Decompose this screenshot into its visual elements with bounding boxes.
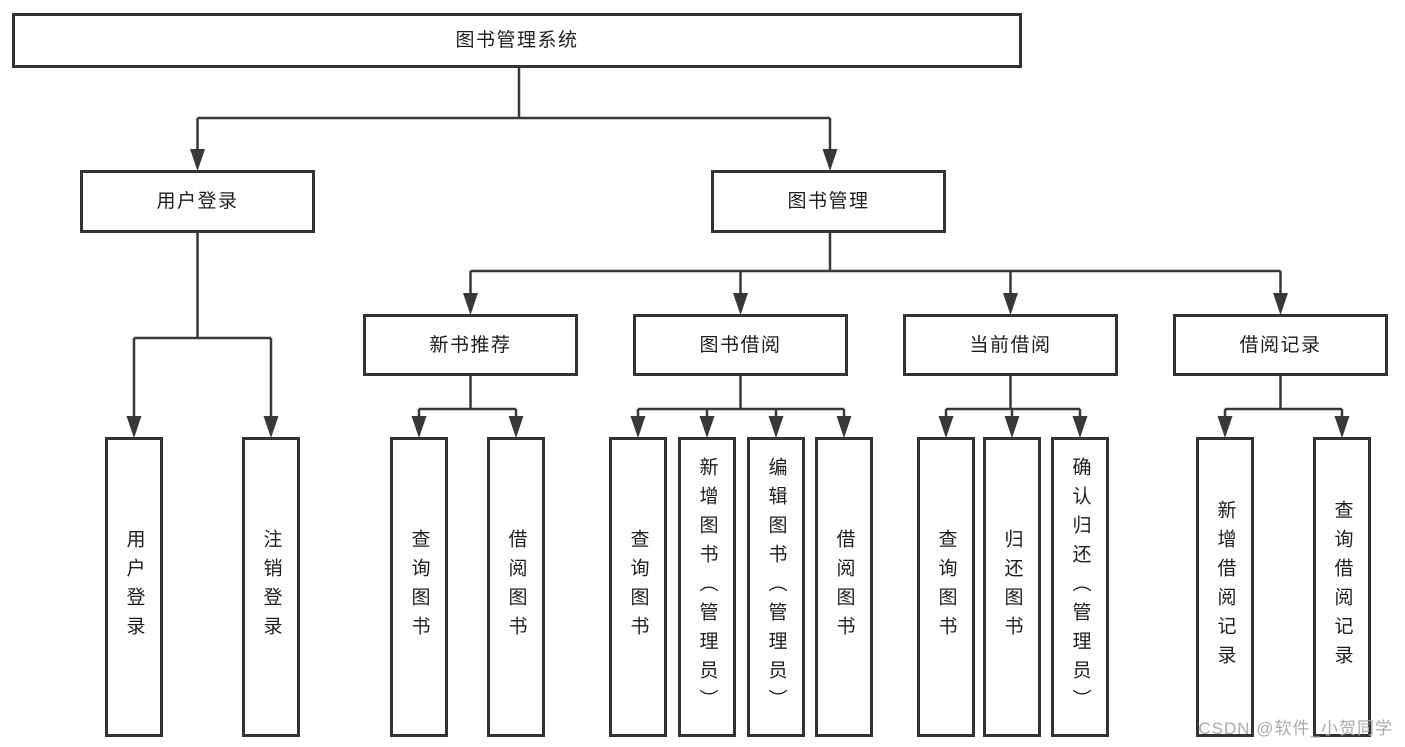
node-label: 借阅记录	[1239, 334, 1322, 356]
node-book-management: 图书管理	[711, 170, 946, 233]
node-label: 新书推荐	[429, 334, 512, 356]
node-book-borrowing: 图书借阅	[633, 314, 848, 376]
leaf-label: 归还图书	[1001, 529, 1023, 645]
node-new-book-recommendation: 新书推荐	[363, 314, 578, 376]
node-user-login: 用户登录	[80, 170, 315, 233]
leaf-borrow-books: 借阅图书	[815, 437, 873, 737]
leaf-edit-books-admin: 编辑图书（管理员）	[747, 437, 805, 737]
leaf-confirm-return-admin: 确认归还（管理员）	[1051, 437, 1109, 737]
node-label: 用户登录	[156, 191, 239, 212]
leaf-label: 用户登录	[123, 529, 145, 645]
watermark-text: CSDN @软件_小贺同学	[1198, 719, 1393, 738]
node-label: 图书管理系统	[455, 30, 579, 51]
leaf-query-books-current: 查询图书	[917, 437, 975, 737]
leaf-label: 查询借阅记录	[1331, 500, 1353, 674]
leaf-query-books-borrow: 查询图书	[609, 437, 667, 737]
node-label: 当前借阅	[969, 334, 1052, 356]
node-borrowing-records: 借阅记录	[1173, 314, 1388, 376]
leaf-borrow-books-recommend: 借阅图书	[487, 437, 545, 737]
leaf-label: 借阅图书	[833, 529, 855, 645]
leaf-label: 新增图书（管理员）	[696, 456, 718, 718]
leaf-add-borrow-record: 新增借阅记录	[1196, 437, 1254, 737]
node-label: 图书借阅	[699, 334, 782, 356]
node-current-borrowing: 当前借阅	[903, 314, 1118, 376]
leaf-label: 编辑图书（管理员）	[765, 456, 787, 718]
leaf-label: 查询图书	[935, 529, 957, 645]
leaf-logout: 注销登录	[242, 437, 300, 737]
leaf-label: 查询图书	[408, 529, 430, 645]
leaf-return-books: 归还图书	[983, 437, 1041, 737]
leaf-label: 借阅图书	[505, 529, 527, 645]
leaf-label: 注销登录	[260, 529, 282, 645]
leaf-query-books-recommend: 查询图书	[390, 437, 448, 737]
leaf-query-borrow-record: 查询借阅记录	[1313, 437, 1371, 737]
leaf-add-books-admin: 新增图书（管理员）	[678, 437, 736, 737]
leaf-user-login: 用户登录	[105, 437, 163, 737]
node-library-management-system: 图书管理系统	[12, 13, 1022, 68]
leaf-label: 确认归还（管理员）	[1069, 456, 1091, 718]
node-label: 图书管理	[787, 191, 870, 212]
leaf-label: 查询图书	[627, 529, 649, 645]
leaf-label: 新增借阅记录	[1214, 500, 1236, 674]
